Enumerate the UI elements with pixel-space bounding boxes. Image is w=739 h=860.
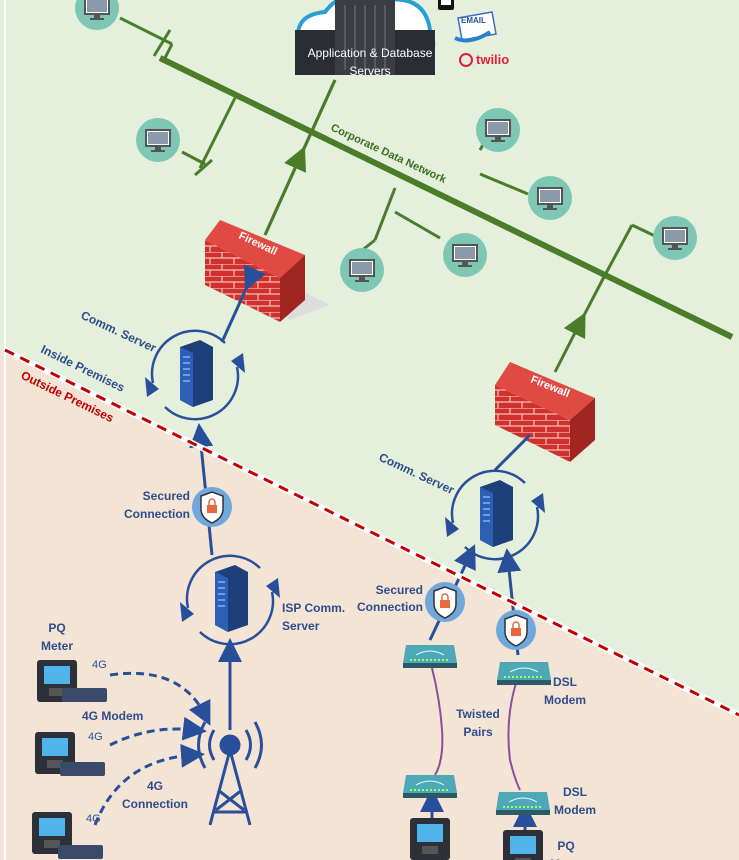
workstation-icon <box>475 107 521 153</box>
svg-text:PQ: PQ <box>557 839 574 853</box>
lock-shield-icon <box>424 581 466 623</box>
svg-text:Connection: Connection <box>122 797 188 811</box>
svg-text:Connection: Connection <box>124 507 190 521</box>
svg-text:Modem: Modem <box>544 693 586 707</box>
4g-links <box>93 671 211 826</box>
svg-text:Secured: Secured <box>376 583 423 597</box>
cell-tower-icon <box>197 721 263 826</box>
svg-text:Meter: Meter <box>41 639 73 653</box>
workstation-icon <box>135 117 181 163</box>
svg-text:EMAIL: EMAIL <box>461 16 486 25</box>
premises-boundary <box>4 348 739 717</box>
dsl-modem-icon <box>402 774 458 799</box>
corporate-network-lines <box>119 16 734 373</box>
svg-text:Modem: Modem <box>554 803 596 817</box>
email-icon: EMAIL <box>454 11 497 43</box>
twisted-pair-2 <box>507 682 521 791</box>
svg-text:DSL: DSL <box>563 785 587 799</box>
workstation-icon <box>339 247 385 293</box>
svg-text:ISP Comm.: ISP Comm. <box>282 601 345 615</box>
lock-shield-icon <box>191 486 233 528</box>
svg-text:4G: 4G <box>88 731 103 743</box>
pq-meter-4g-3 <box>32 812 103 859</box>
sms-icon <box>438 0 454 10</box>
svg-text:Meter: Meter <box>550 857 582 860</box>
dsl-modem-icon <box>495 791 551 816</box>
pq-meter-icon <box>503 830 543 860</box>
workstation-icon <box>442 232 488 278</box>
svg-text:Servers: Servers <box>349 64 390 78</box>
workstation-icon <box>527 175 573 221</box>
svg-text:DSL: DSL <box>553 675 577 689</box>
svg-text:Twisted: Twisted <box>456 707 500 721</box>
svg-text:Secured: Secured <box>143 489 190 503</box>
application-database-servers: Application & Database Servers <box>295 0 436 78</box>
svg-text:Server: Server <box>282 619 320 633</box>
pq-meter-4g-1 <box>37 660 107 702</box>
pq-meter-icon <box>410 818 450 860</box>
twilio-logo: twilio <box>459 52 509 67</box>
dsl-modem-icon <box>402 644 458 669</box>
firewall-2: Firewall <box>495 362 595 462</box>
svg-text:Connection: Connection <box>357 600 423 614</box>
dsl-modem-icon <box>496 661 552 686</box>
svg-text:4G: 4G <box>147 779 163 793</box>
svg-text:twilio: twilio <box>476 52 509 67</box>
twisted-pair-1 <box>431 667 444 776</box>
svg-text:Application & Database: Application & Database <box>308 46 433 60</box>
svg-text:PQ: PQ <box>48 621 65 635</box>
workstation-icon <box>652 215 698 261</box>
svg-text:4G: 4G <box>92 659 107 671</box>
svg-text:Pairs: Pairs <box>463 725 493 739</box>
pq-meter-4g-2 <box>35 732 105 776</box>
lock-shield-icon <box>495 609 537 651</box>
svg-text:4G Modem: 4G Modem <box>82 709 143 723</box>
